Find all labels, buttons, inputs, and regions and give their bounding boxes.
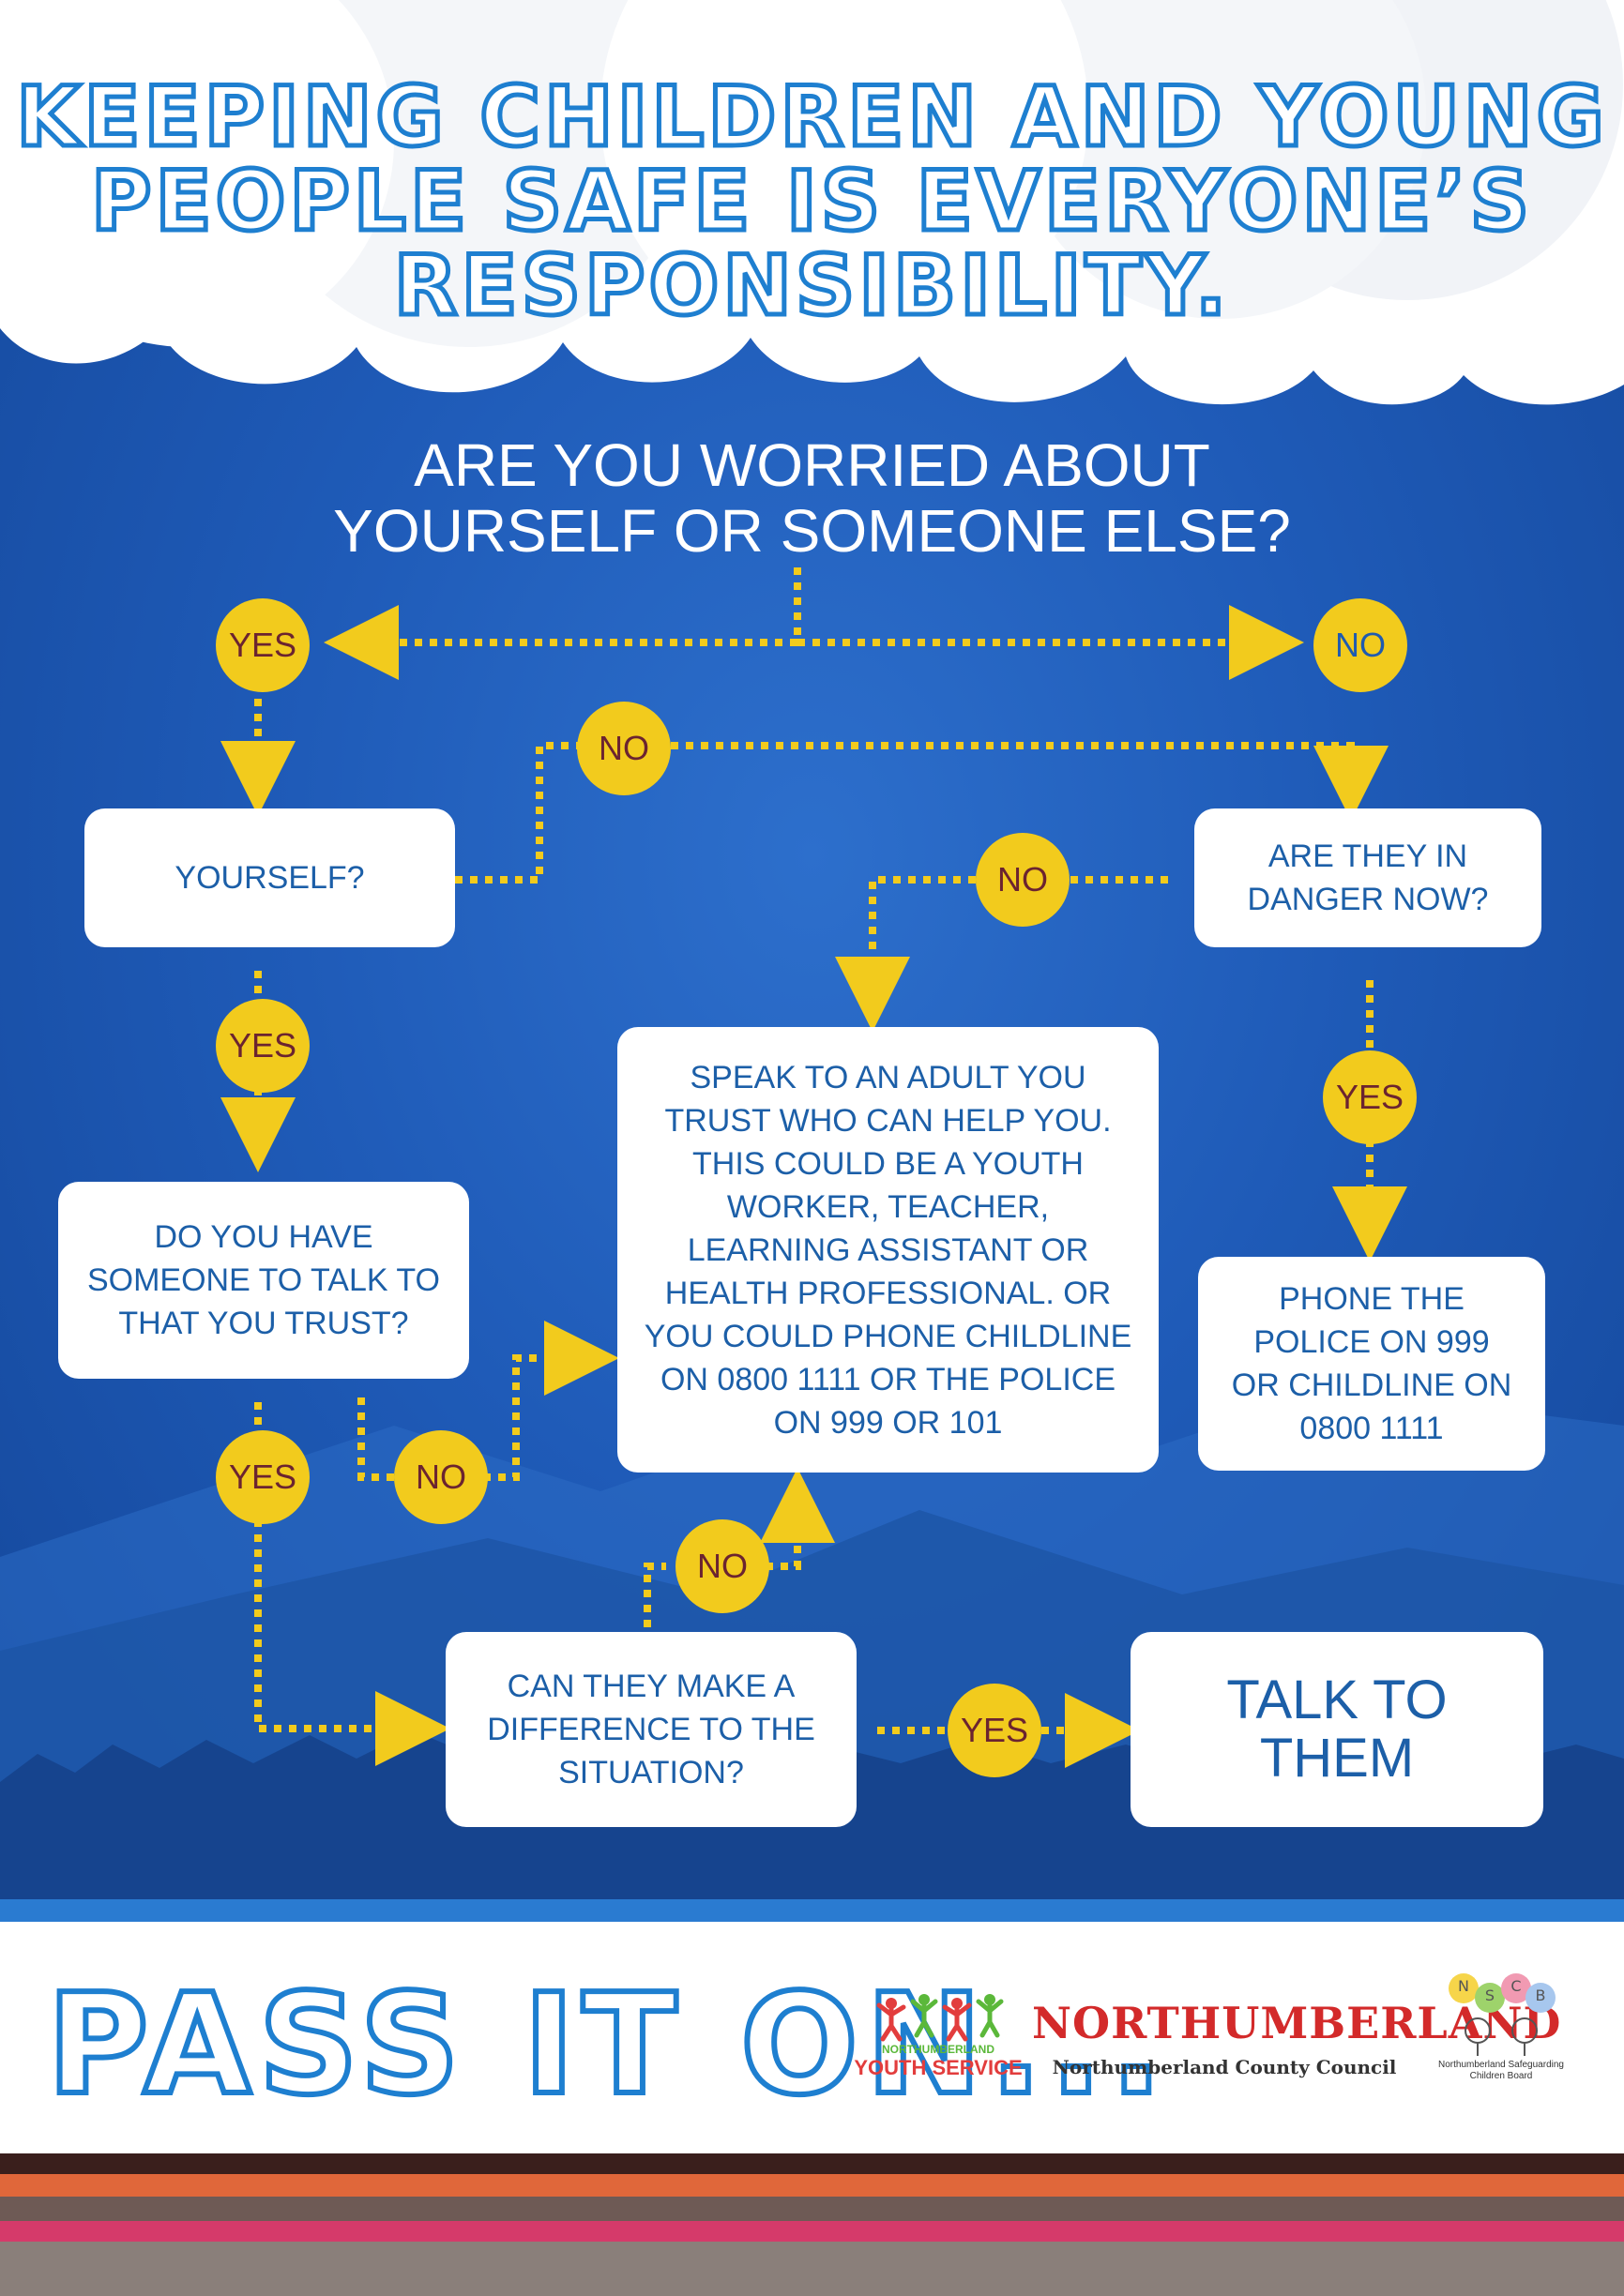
- title-line-3: RESPONSIBILITY.: [391, 237, 1231, 334]
- badge-yes-yourself: YES: [216, 999, 310, 1093]
- youth-service-small-label: NORTHUMBERLAND: [882, 2043, 994, 2056]
- connector-difference-no: [644, 1563, 666, 1627]
- badge-no-top: NO: [1313, 598, 1407, 692]
- stripe-orange: [0, 2174, 1624, 2197]
- stripe-brown: [0, 2153, 1624, 2174]
- council-name: Northumberland County Council: [1052, 2056, 1397, 2078]
- pass-it-on-heading: PASS IT ON...: [44, 1964, 1171, 2125]
- stripe-taupe: [0, 2197, 1624, 2221]
- youth-service-logo: NORTHUMBERLAND YOUTH SERVICE: [849, 1988, 1027, 2082]
- nscb-letter-c: C: [1510, 1977, 1522, 1995]
- flow-connectors: [220, 567, 1407, 1768]
- cloud-puff: [0, 0, 394, 347]
- stripe-grey: [0, 2242, 1624, 2296]
- box-yourself: YOURSELF?: [84, 808, 455, 947]
- connector-trust-no: [357, 1397, 394, 1481]
- badge-no-difference: NO: [675, 1519, 769, 1613]
- connector-no-to-speak-2: [483, 1321, 619, 1481]
- box-danger-now: ARE THEY IN DANGER NOW?: [1194, 808, 1541, 947]
- connector-yes-to-difference: [254, 1519, 450, 1766]
- nscb-letter-n: N: [1458, 1977, 1469, 1995]
- badge-no-danger: NO: [976, 833, 1070, 927]
- stripe-pink: [0, 2221, 1624, 2242]
- box-talk-to-them: TALK TO THEM: [1131, 1632, 1543, 1827]
- nscb-letter-b: B: [1535, 1986, 1546, 2004]
- council-logo: NORTHUMBERLAND Northumberland County Cou…: [1032, 1998, 1562, 2082]
- cloud-puff: [1013, 0, 1426, 319]
- connector-yourself-no: [455, 742, 582, 884]
- cloud-puff: [600, 0, 1088, 356]
- title-line-1: KEEPING CHILDREN AND YOUNG: [14, 68, 1608, 165]
- box-speak-to-adult: SPEAK TO AN ADULT YOU TRUST WHO CAN HELP…: [617, 1027, 1159, 1473]
- badge-no-yourself: NO: [577, 702, 671, 795]
- nscb-balloons-icon: [1449, 1973, 1556, 2056]
- footer-top-bar: [0, 1899, 1624, 1922]
- question-line-1: ARE YOU WORRIED ABOUT: [414, 431, 1210, 499]
- connector-no-to-speak: [835, 876, 976, 1032]
- box-someone-to-trust: DO YOU HAVE SOMEONE TO TALK TO THAT YOU …: [58, 1182, 469, 1379]
- box-phone-police: PHONE THE POLICE ON 999 OR CHILDLINE ON …: [1198, 1257, 1545, 1471]
- nscb-logo: N S C B Northumberland Safeguarding Chil…: [1435, 1970, 1567, 2101]
- badge-yes-danger: YES: [1323, 1050, 1417, 1144]
- nscb-letter-s: S: [1484, 1986, 1495, 2004]
- youth-figures-icon: [876, 1994, 1004, 2042]
- question-line-2: YOURSELF OR SOMEONE ELSE?: [333, 497, 1291, 565]
- badge-yes-trust: YES: [216, 1430, 310, 1524]
- council-logo-wordmark: NORTHUMBERLAND: [1032, 1998, 1562, 2048]
- box-make-difference: CAN THEY MAKE A DIFFERENCE TO THE SITUAT…: [446, 1632, 857, 1827]
- badge-yes-top: YES: [216, 598, 310, 692]
- title-line-2: PEOPLE SAFE IS EVERYONE’S: [88, 153, 1534, 249]
- nscb-name: Northumberland Safeguarding Children Boa…: [1438, 2060, 1564, 2081]
- youth-service-label: YOUTH SERVICE: [854, 2056, 1023, 2079]
- badge-yes-difference: YES: [948, 1684, 1041, 1777]
- connector-no-to-danger: [671, 742, 1389, 821]
- badge-no-trust: NO: [394, 1430, 488, 1524]
